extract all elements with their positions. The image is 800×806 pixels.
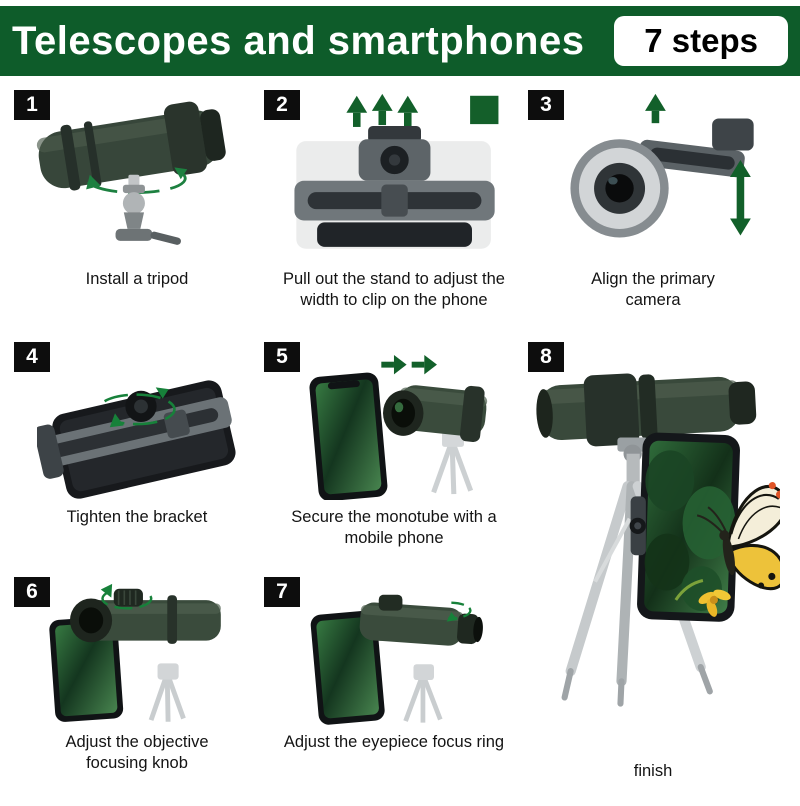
tripod-ball-head-graphic	[115, 174, 182, 245]
step-3-caption: Align the primary camera	[591, 270, 715, 310]
step-2-illustration	[262, 92, 526, 262]
tripod-graphic	[148, 677, 186, 722]
step-6-caption: Adjust the objective focusing knob	[65, 733, 209, 773]
bracket-arm-graphic	[638, 118, 755, 178]
step-6-number: 6	[26, 580, 38, 603]
step-panel-1: 1	[12, 90, 262, 342]
step-8-illustration	[526, 344, 780, 730]
monocular-graphic	[383, 385, 488, 443]
step-3-illustration	[526, 92, 780, 262]
step-4-caption: Tighten the bracket	[66, 508, 208, 526]
step-2-graphic	[294, 93, 499, 249]
steps-grid: 1	[0, 76, 800, 790]
step-5-number: 5	[276, 345, 288, 368]
step-8-caption: finish	[633, 761, 673, 780]
step-panel-2: 2	[262, 90, 526, 342]
step-1-graphic	[37, 101, 227, 245]
right-arrow-icon	[381, 354, 438, 375]
step-4-graphic	[37, 380, 236, 499]
step-5-caption: Secure the monotube with a mobile phone	[291, 508, 497, 548]
step-2-number: 2	[276, 93, 288, 116]
step-2-badge: 2	[264, 90, 300, 120]
step-7-badge: 7	[264, 577, 300, 607]
phone-graphic	[637, 432, 741, 622]
monocular-graphic	[359, 594, 484, 646]
up-arrow-icon	[346, 93, 419, 127]
step-6-graphic	[49, 583, 221, 722]
double-arrow-icon	[730, 160, 752, 236]
step-3-number: 3	[540, 93, 552, 116]
step-panel-6: 6	[12, 577, 262, 790]
rotation-arrow-icon	[86, 167, 188, 195]
tripod-head-graphic	[157, 663, 179, 680]
rotation-arrow-icon	[100, 583, 153, 610]
monocular-graphic	[536, 373, 757, 447]
step-3-badge: 3	[528, 90, 564, 120]
step-6-badge: 6	[14, 577, 50, 607]
tripod-head-graphic	[442, 431, 464, 447]
step-panel-3: 3	[526, 90, 780, 342]
step-panel-7: 7	[262, 577, 526, 790]
butterfly-graphic	[696, 482, 780, 591]
phone-clip-graphic	[294, 126, 496, 247]
step-1-illustration	[12, 92, 262, 262]
focusing-knob-graphic	[113, 588, 143, 607]
step-8-graphic	[536, 373, 780, 707]
page-title: Telescopes and smartphones	[12, 18, 585, 63]
monocular-graphic	[69, 595, 221, 644]
step-1-caption: Install a tripod	[85, 270, 189, 288]
step-7-graphic	[310, 594, 484, 725]
monocular-graphic	[37, 101, 227, 191]
step-3-graphic	[570, 93, 755, 238]
step-1-number: 1	[26, 93, 38, 116]
step-7-illustration	[262, 579, 526, 725]
step-panel-8: 8	[526, 342, 780, 790]
phone-graphic	[310, 610, 385, 725]
phone-graphic	[49, 616, 123, 722]
phone-with-bracket-graphic	[37, 380, 236, 499]
step-panel-4: 4	[12, 342, 262, 577]
step-4-number: 4	[26, 345, 38, 368]
tighten-knob-graphic	[125, 390, 157, 422]
step-4-badge: 4	[14, 342, 50, 372]
header-banner: Telescopes and smartphones 7 steps	[0, 6, 800, 76]
flower-graphic	[698, 589, 731, 617]
step-8-badge: 8	[528, 342, 564, 372]
steps-count-badge: 7 steps	[614, 15, 788, 67]
step-1-badge: 1	[14, 90, 50, 120]
step-panel-5: 5	[262, 342, 526, 577]
up-arrow-icon	[645, 93, 667, 124]
step-8-number: 8	[540, 345, 552, 368]
rotation-arrow-icon	[446, 601, 472, 622]
tripod-graphic	[431, 444, 474, 495]
phone-clamp-graphic	[629, 496, 646, 556]
step-2-caption: Pull out the stand to adjust the width t…	[283, 270, 505, 310]
step-5-illustration	[262, 344, 526, 500]
tripod-head-graphic	[413, 664, 435, 681]
step-6-illustration	[12, 579, 262, 725]
phone-graphic	[309, 372, 388, 500]
camera-ring-graphic	[570, 139, 670, 238]
rotation-arrow-icon	[104, 387, 177, 428]
green-square-marker	[470, 95, 499, 125]
step-7-number: 7	[276, 580, 288, 603]
step-5-badge: 5	[264, 342, 300, 372]
tripod-graphic	[403, 677, 443, 723]
step-7-caption: Adjust the eyepiece focus ring	[283, 733, 505, 751]
step-5-graphic	[309, 354, 488, 500]
step-4-illustration	[12, 344, 262, 500]
